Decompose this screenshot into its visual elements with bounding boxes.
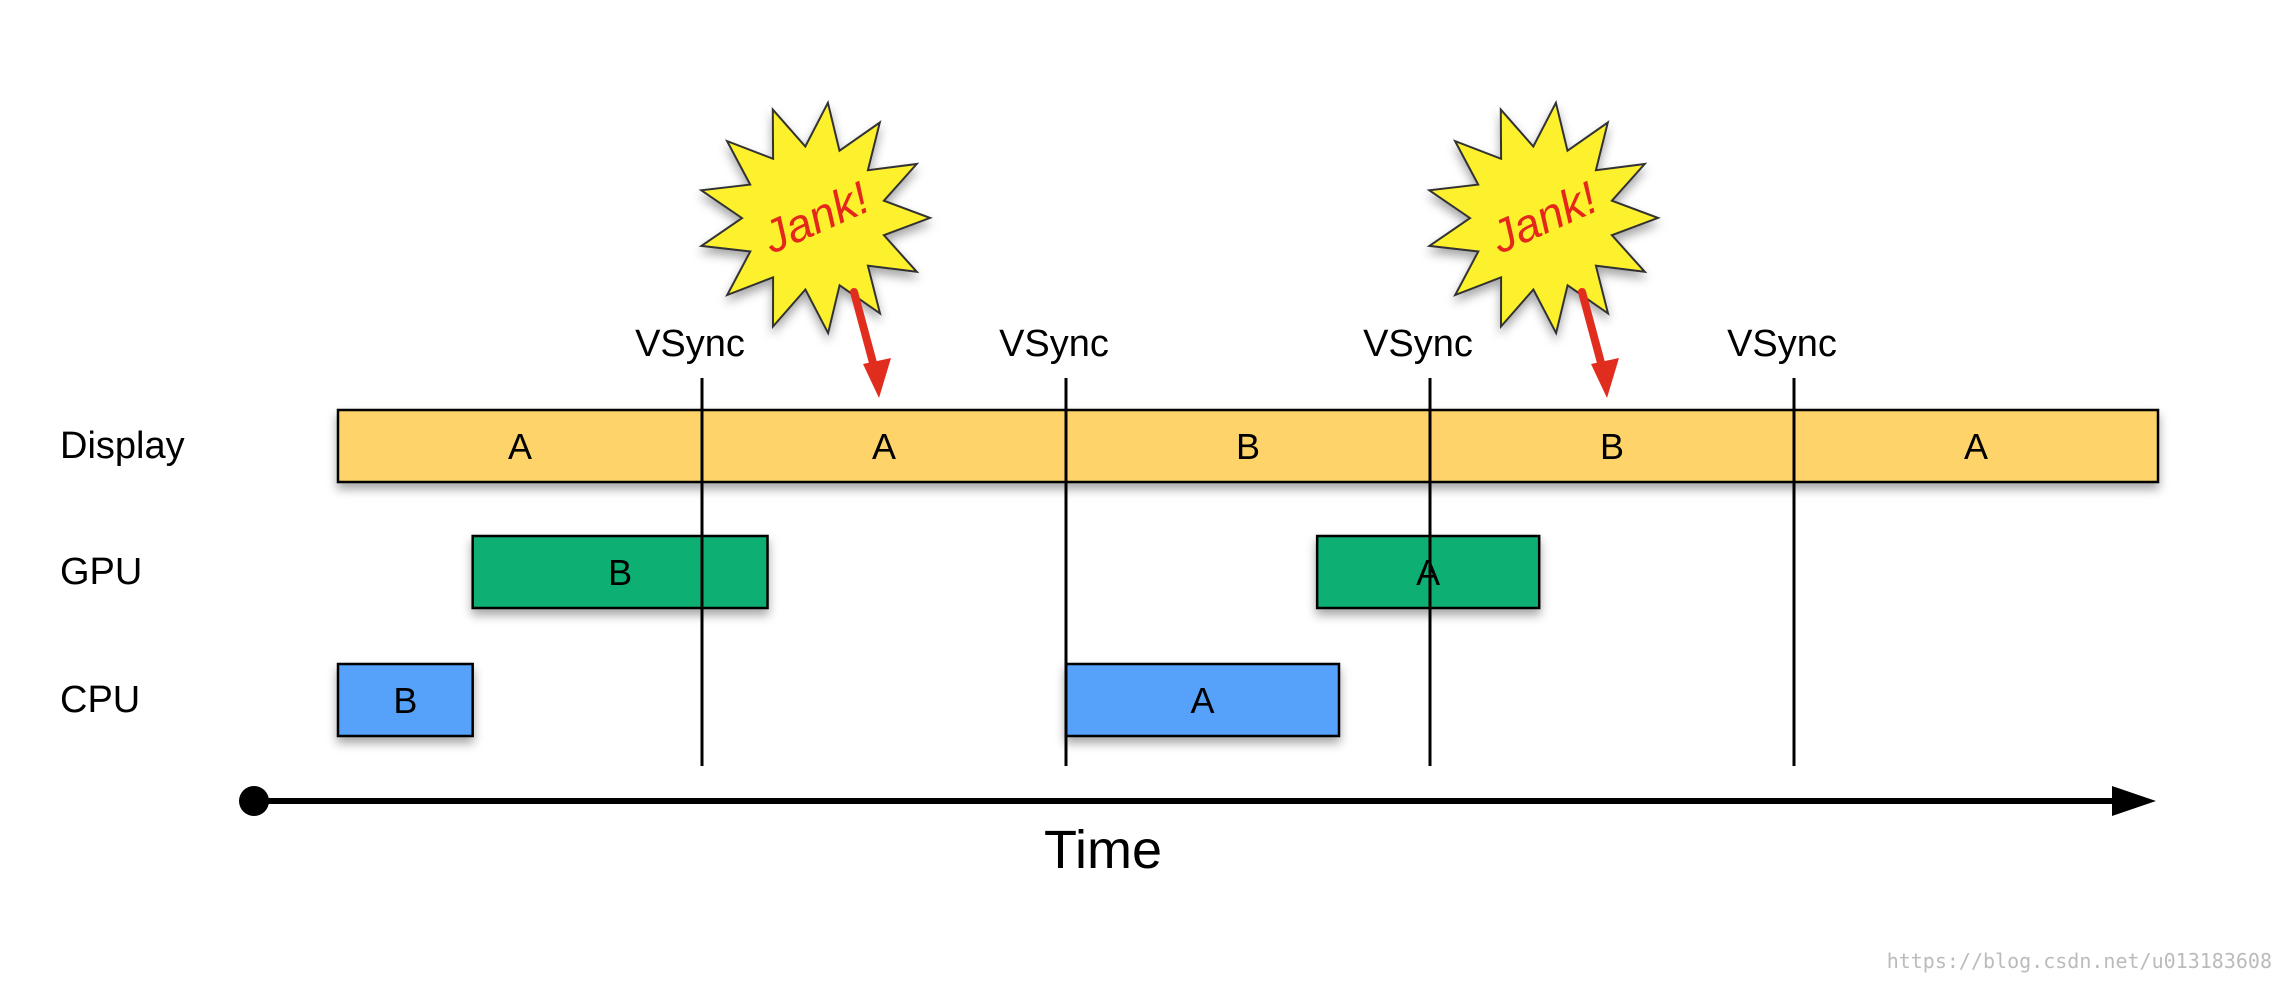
cpu-block-1-label: A [1190, 680, 1214, 721]
display-frame-2-label: B [1236, 426, 1260, 467]
watermark: https://blog.csdn.net/u013183608 [1887, 949, 2272, 973]
jank-markers: Jank! Jank! [698, 99, 1661, 398]
jank-marker-0: Jank! [698, 99, 933, 398]
cpu-block-0: B [336, 662, 474, 738]
cpu-block-1-rect [1064, 662, 1341, 738]
gpu-block-0-rect [471, 534, 769, 610]
jank-arrowhead-icon [1591, 358, 1619, 398]
jank-arrowhead-icon [863, 358, 891, 398]
cpu-block-1: A [1064, 662, 1341, 738]
time-axis-label: Time [1044, 820, 1162, 880]
row-labels: Display GPU CPU [60, 425, 185, 721]
gpu-block-1: A [1315, 534, 1541, 610]
jank-burst-icon [698, 99, 933, 336]
display-frame-1-label: A [872, 426, 896, 467]
vsync-label-4: VSync [1727, 323, 1837, 365]
row-label-cpu: CPU [60, 679, 140, 721]
vsync-lines: VSync VSync VSync VSync [635, 323, 1837, 766]
display-bar [336, 408, 2160, 484]
cpu-block-0-rect [336, 662, 474, 738]
gpu-block-1-label: A [1416, 552, 1440, 593]
display-frame-3-label: B [1600, 426, 1624, 467]
display-frame-4-label: A [1964, 426, 1988, 467]
jank-arrow-shaft [1578, 288, 1608, 378]
display-frame-0-label: A [508, 426, 532, 467]
gpu-block-0-label: B [608, 552, 632, 593]
time-axis-arrowhead-icon [2112, 786, 2156, 816]
jank-burst-icon [1426, 99, 1661, 336]
gpu-block-1-rect [1315, 534, 1541, 610]
row-label-display: Display [60, 425, 185, 467]
vsync-label-1: VSync [635, 323, 745, 365]
vsync-label-3: VSync [1363, 323, 1473, 365]
vsync-label-2: VSync [999, 323, 1109, 365]
cpu-block-0-label: B [393, 680, 417, 721]
gpu-block-0: B [471, 534, 769, 610]
jank-marker-1: Jank! [1426, 99, 1661, 398]
time-axis: Time [239, 786, 2156, 880]
jank-arrow-shaft [850, 288, 880, 378]
row-label-gpu: GPU [60, 551, 142, 593]
